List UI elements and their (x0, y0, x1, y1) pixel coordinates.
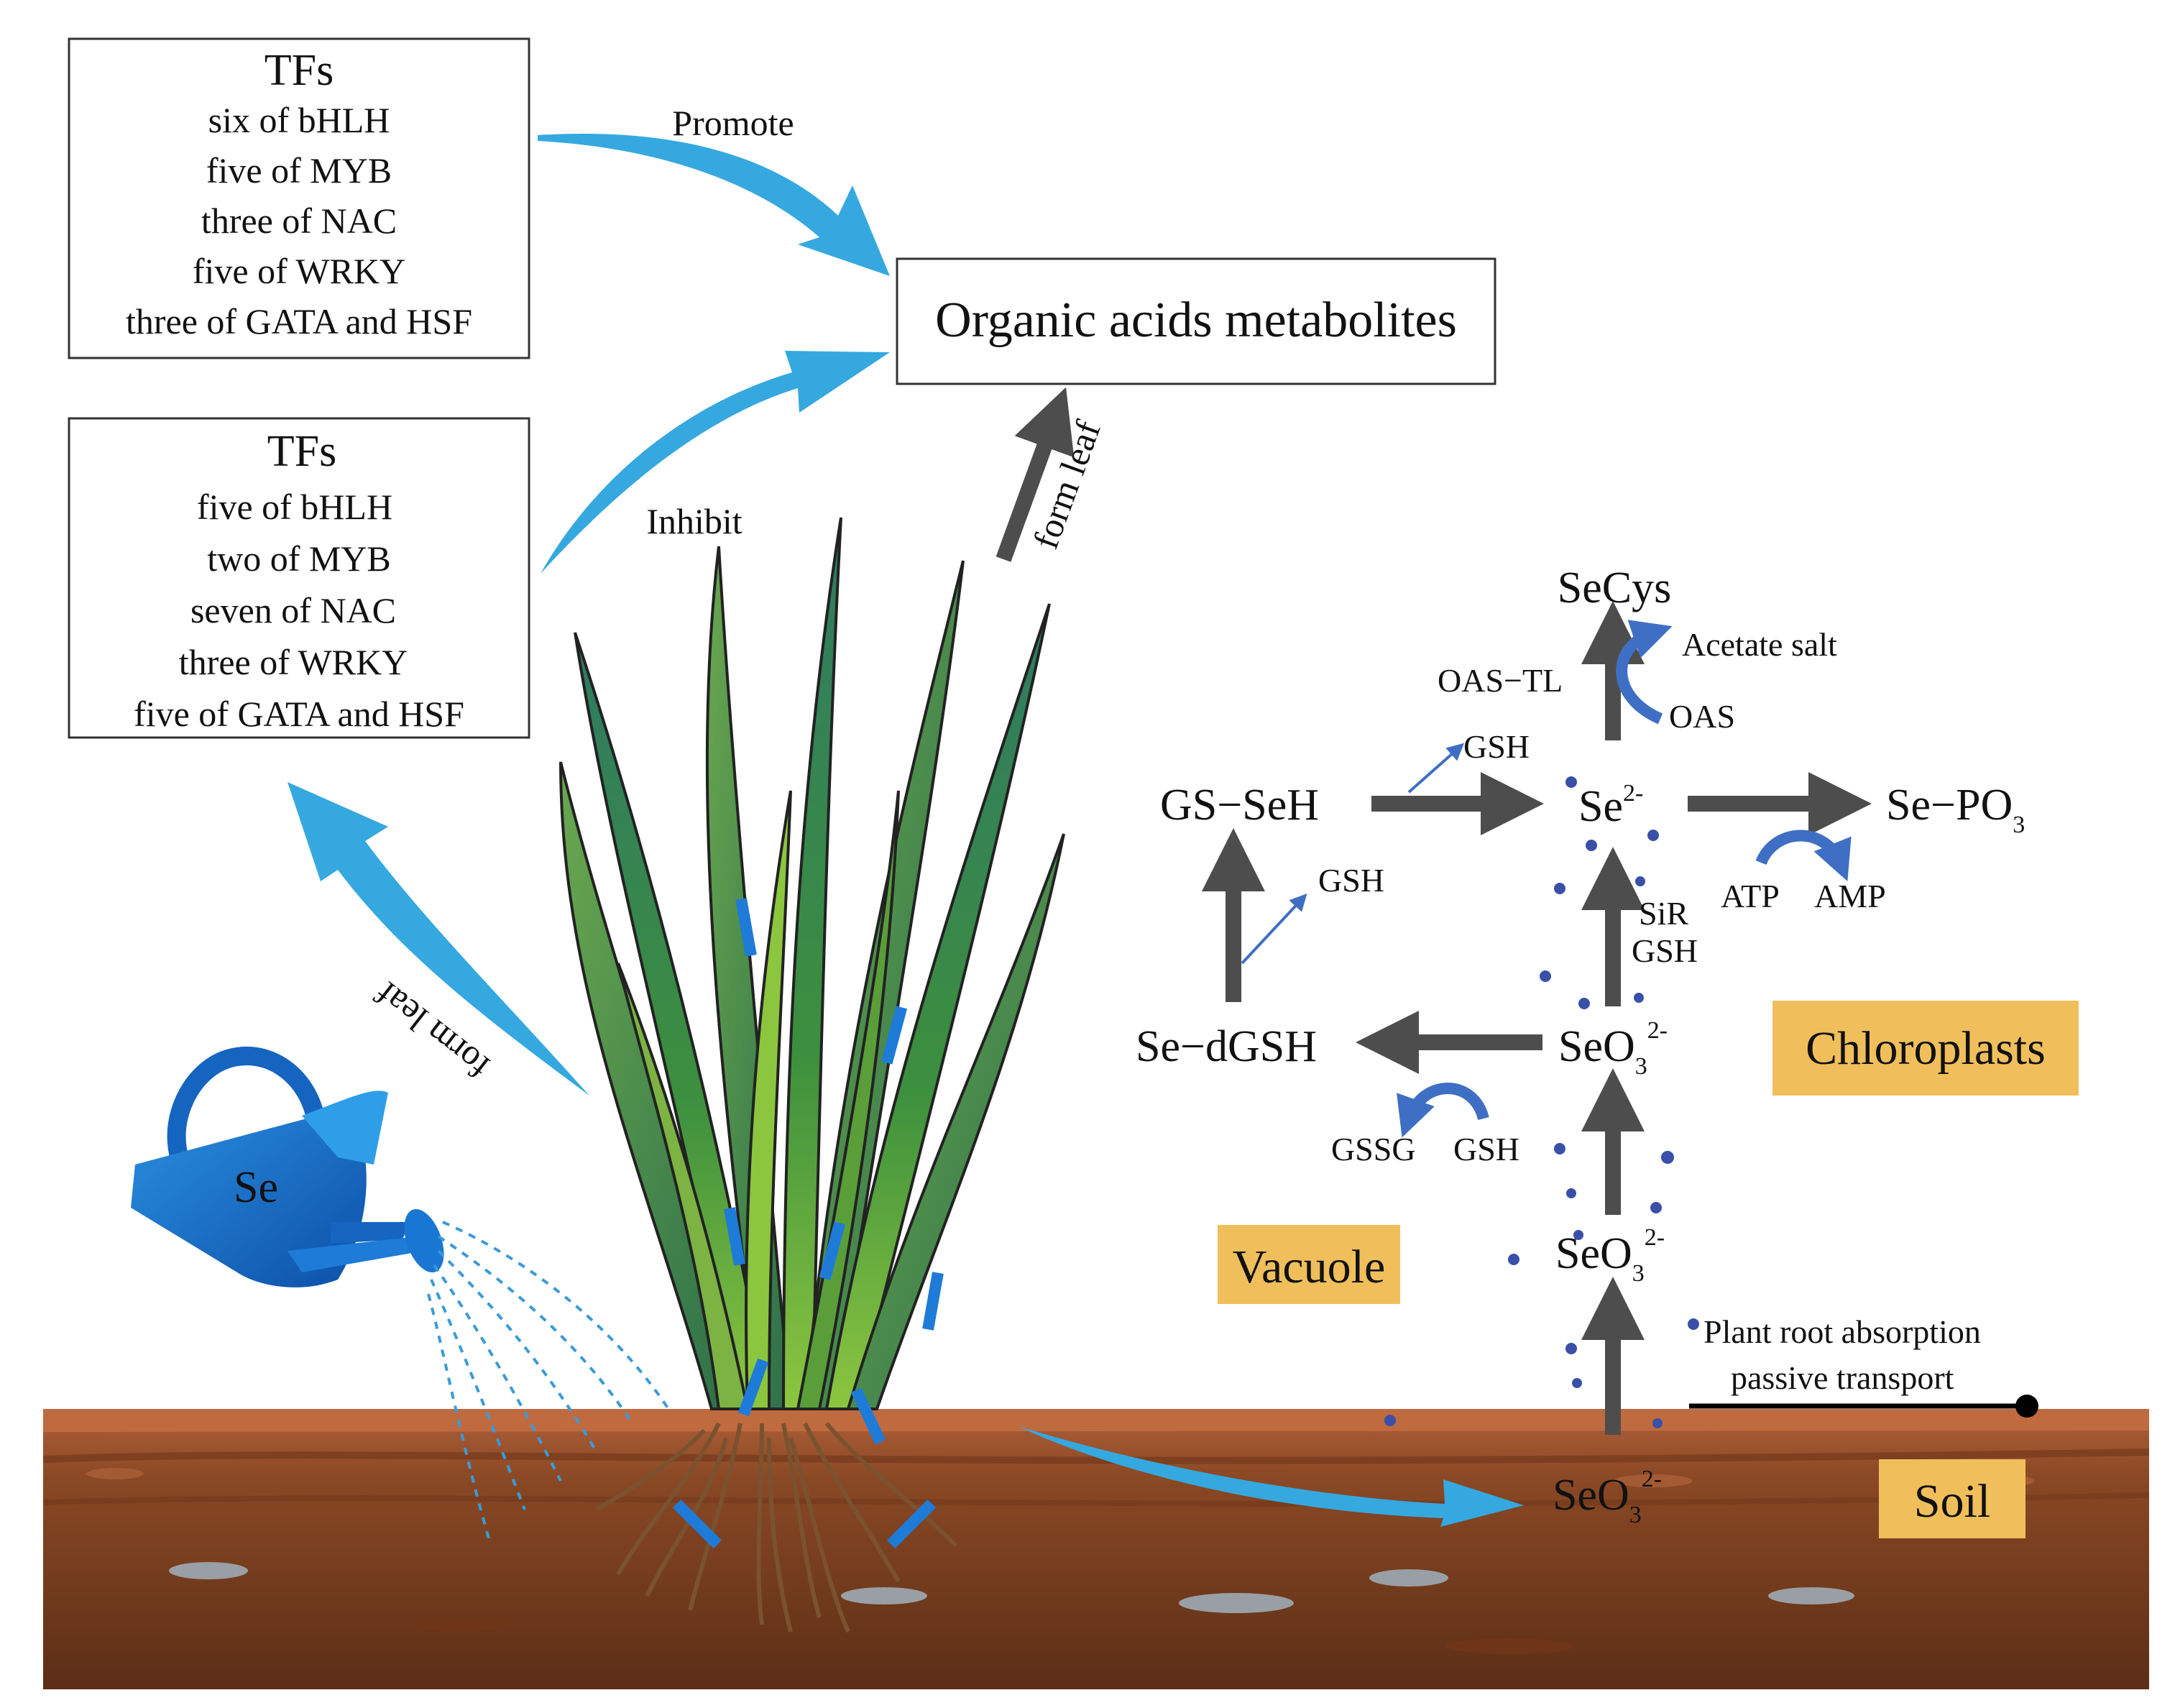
seo3-soil-label: SeO32- (1553, 1466, 1662, 1528)
tf-box-promote-line: three of GATA and HSF (126, 301, 472, 341)
organic-acids-box: Organic acids metabolites (896, 257, 1496, 385)
soil-to-root-arrow (1018, 1426, 1524, 1527)
se-dgsh-label: Se−dGSH (1136, 1022, 1317, 1071)
tf-box-inhibit-title: TFs (267, 427, 336, 476)
inhibit-arrow (541, 351, 890, 574)
legend-line1: Plant root absorption (1703, 1313, 1981, 1350)
seo3-vacuole-label: SeO32- (1555, 1224, 1665, 1287)
plant-transport-arrows (673, 898, 944, 1548)
selenium-particles (1384, 776, 1699, 1428)
organic-acids-label: Organic acids metabolites (935, 293, 1457, 348)
sir-label: SiR (1639, 895, 1688, 932)
chloroplasts-label: Chloroplasts (1806, 1022, 2046, 1075)
soil-layer (42, 1409, 2150, 1689)
vacuole-label: Vacuole (1233, 1241, 1386, 1293)
tf-box-promote-line: six of bHLH (208, 100, 390, 140)
inhibit-label: Inhibit (646, 501, 742, 541)
form-leaf-up-arrow (995, 387, 1075, 562)
tf-box-promote-line: five of MYB (206, 150, 392, 190)
gsh-side-arrows (1241, 743, 1465, 965)
tf-box-promote-line: three of NAC (201, 201, 397, 241)
atp-label: ATP (1721, 878, 1780, 914)
vacuole-tag: Vacuole (1218, 1225, 1400, 1304)
promote-arrow (538, 133, 890, 276)
roots (595, 1422, 958, 1633)
se-po3-label: Se−PO3 (1886, 781, 2025, 838)
gsh-left-label: GSH (1318, 862, 1384, 899)
oas-label: OAS (1669, 698, 1735, 735)
soil-label: Soil (1914, 1475, 1990, 1528)
plant (559, 517, 1065, 1410)
form-leaf-tf-arrow (288, 782, 589, 1096)
se2-label: Se2- (1578, 780, 1643, 831)
pathway-arrows (1202, 601, 1872, 1435)
tf-box-inhibit-line: five of GATA and HSF (134, 694, 464, 734)
gssg-label: GSSG (1331, 1131, 1416, 1167)
tf-box-promote-title: TFs (265, 46, 334, 95)
secys-label: SeCys (1558, 564, 1671, 612)
legend-end-dot (2015, 1395, 2038, 1418)
seo3-chloro-label: SeO32- (1558, 1017, 1668, 1080)
watering-can-label: Se (234, 1163, 278, 1212)
acetate-salt-label: Acetate salt (1682, 626, 1837, 663)
amp-label: AMP (1814, 878, 1886, 914)
promote-label: Promote (672, 103, 794, 143)
legend-line2: passive transport (1731, 1359, 1954, 1396)
soil-tag: Soil (1879, 1459, 2025, 1538)
gsh-bottom-label: GSH (1453, 1131, 1519, 1167)
tf-box-promote-line: five of WRKY (193, 251, 405, 291)
tf-box-inhibit-line: seven of NAC (190, 590, 396, 630)
gsh-top-label: GSH (1463, 728, 1530, 765)
watering-can: Se (131, 1046, 444, 1287)
oas-tl-label: OAS−TL (1438, 662, 1563, 699)
sir-gsh-label: GSH (1632, 932, 1698, 969)
curved-cofactor-arrows (1397, 620, 1852, 1138)
tf-box-inhibit-line: two of MYB (207, 538, 391, 579)
tf-box-inhibit-line: five of bHLH (197, 487, 392, 527)
transport-legend: Plant root absorption passive transport (1689, 1313, 2038, 1418)
tf-box-inhibit-line: three of WRKY (179, 642, 408, 682)
gs-seh-label: GS−SeH (1160, 781, 1319, 830)
water-drops (427, 1221, 670, 1539)
chloroplasts-tag: Chloroplasts (1772, 1001, 2079, 1096)
tf-box-inhibit: TFs five of bHLH two of MYB seven of NAC… (68, 417, 530, 739)
tf-box-promote: TFs six of bHLH five of MYB three of NAC… (68, 37, 530, 359)
